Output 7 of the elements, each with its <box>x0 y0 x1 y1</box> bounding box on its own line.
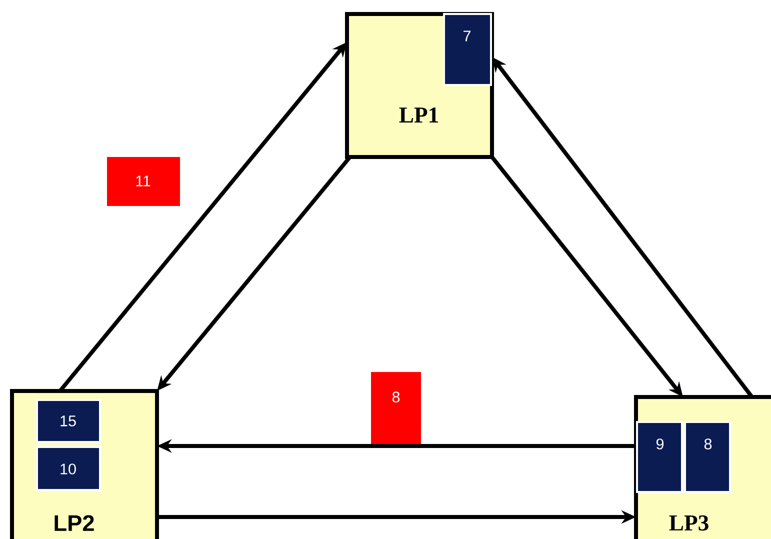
number-tag: 15 <box>36 399 101 443</box>
number-tag: 9 <box>636 421 683 493</box>
number-tag: 7 <box>443 13 492 86</box>
number-box: 8 <box>371 372 421 447</box>
number-tag: 8 <box>684 421 731 493</box>
number-tag: 10 <box>36 446 101 491</box>
number-box: 11 <box>107 157 180 206</box>
